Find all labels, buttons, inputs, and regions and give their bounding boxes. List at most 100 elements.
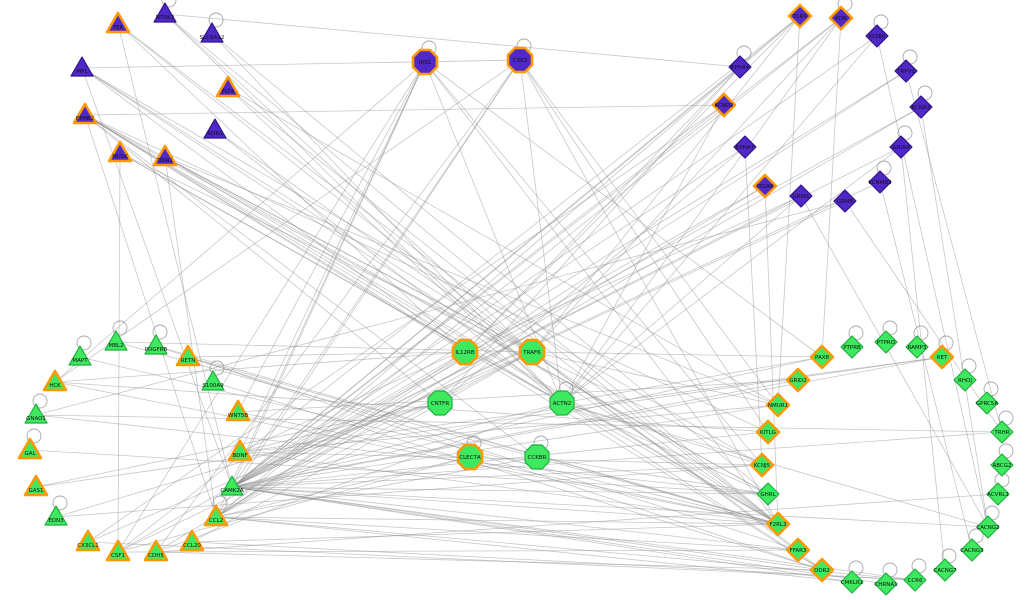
node-CLEC7A[interactable]	[456, 443, 484, 471]
node-RAMP3[interactable]	[905, 335, 929, 359]
node-PTPRB[interactable]	[840, 335, 864, 359]
node-MAPT[interactable]	[68, 345, 92, 366]
edge-ACTN2-CAMK2A	[231, 402, 563, 488]
edge-CSK2-F2RL3	[519, 59, 779, 525]
edge-CLEC7A-CCL2	[215, 456, 471, 518]
node-CAMK2A[interactable]	[220, 475, 244, 496]
node-FFAR3[interactable]	[785, 537, 811, 563]
edge-GRM8-GNAO1	[35, 200, 846, 416]
node-TRPV1[interactable]	[894, 59, 918, 83]
node-TRAF6[interactable]	[518, 338, 546, 366]
node-EDN3[interactable]	[44, 505, 68, 526]
edge-IRS1-PAX8	[424, 61, 823, 358]
node-IRS1[interactable]	[411, 48, 439, 76]
node-RET[interactable]	[929, 344, 955, 370]
edge-IL12RB-CCL2	[215, 351, 466, 518]
node-CCL20[interactable]	[179, 529, 205, 552]
node-CHRNA1[interactable]	[874, 572, 898, 596]
node-ITGA9[interactable]	[752, 173, 778, 199]
selfloop-S100A9	[209, 360, 225, 376]
node-GAL[interactable]	[17, 437, 43, 460]
node-GRIA4[interactable]	[889, 135, 913, 159]
node-KCNJ6[interactable]	[865, 24, 889, 48]
node-RETN[interactable]	[175, 344, 201, 367]
edge-IRS1-F2RL3	[424, 61, 779, 525]
edge-CSK2-CDH5	[155, 59, 521, 553]
node-KCNJ5[interactable]	[749, 452, 775, 478]
node-MBL2[interactable]	[104, 330, 128, 351]
edge-ITGA9-CDH5	[155, 185, 766, 553]
node-CCKBR[interactable]	[524, 444, 550, 470]
edge-CAMK2A-F2RL3	[231, 486, 779, 525]
edge-IL12RB-HCK	[54, 351, 466, 383]
node-PTPRO[interactable]	[874, 330, 898, 354]
edge-SLC6A12-ACTN2	[211, 33, 563, 404]
node-KCNA3[interactable]	[909, 95, 933, 119]
node-ACTN2[interactable]	[549, 390, 575, 416]
node-FLT4[interactable]	[215, 75, 241, 98]
node-BDNF[interactable]	[227, 439, 253, 462]
node-RHOJ[interactable]	[953, 368, 977, 392]
edge-MBL2-F2RL3	[115, 341, 779, 525]
edge-MUSK-KCNJ5	[119, 152, 763, 466]
node-ROR1[interactable]	[203, 118, 227, 139]
node-TLR9[interactable]	[787, 3, 813, 29]
node-PAX8[interactable]	[809, 344, 835, 370]
edge-TRPV1-CAMK2A	[231, 70, 907, 488]
edge-NTRK2-ACTN2	[164, 13, 563, 404]
node-CMKLR1[interactable]	[840, 570, 864, 594]
node-MPL[interactable]	[70, 56, 94, 77]
node-ABCG2[interactable]	[990, 453, 1014, 477]
node-NTRK2[interactable]	[153, 2, 177, 23]
node-CCL2[interactable]	[203, 504, 229, 527]
edge-BDNF-NMUR1	[239, 404, 779, 453]
node-GNAO1[interactable]	[24, 403, 48, 424]
node-KITLG[interactable]	[755, 419, 781, 445]
node-GHRL[interactable]	[756, 482, 780, 506]
node-CACNG2[interactable]	[976, 515, 1000, 539]
node-CNTFR[interactable]	[427, 390, 453, 416]
edge-EDN3-KCNJ5	[55, 464, 763, 518]
node-MUSK[interactable]	[107, 140, 133, 163]
node-GAS1[interactable]	[23, 474, 49, 497]
node-EPHB2[interactable]	[72, 102, 98, 125]
node-CSF1[interactable]	[105, 539, 131, 562]
node-KDR[interactable]	[828, 5, 854, 31]
node-EPHA4[interactable]	[728, 55, 752, 79]
node-layer	[17, 2, 1014, 596]
node-GPRC5A[interactable]	[975, 391, 999, 415]
edge-ACTN2-CACNG2	[561, 402, 989, 528]
node-CDH5[interactable]	[143, 539, 169, 562]
node-CX3CL1[interactable]	[75, 529, 101, 552]
node-IL12RB[interactable]	[451, 338, 479, 366]
node-EPHA7[interactable]	[733, 135, 757, 159]
node-DDR2[interactable]	[809, 557, 835, 583]
node-S100A9[interactable]	[201, 370, 225, 391]
edge-RETN-F2RL3	[187, 356, 779, 525]
node-GRM8[interactable]	[833, 189, 857, 213]
node-KCNMB2[interactable]	[868, 170, 892, 194]
node-DDR1[interactable]	[152, 144, 178, 167]
node-KCND2[interactable]	[711, 92, 737, 118]
node-GRID2[interactable]	[785, 367, 811, 393]
node-WNT5B[interactable]	[225, 399, 251, 422]
node-NMUR1[interactable]	[765, 392, 791, 418]
node-GRIN1[interactable]	[789, 184, 813, 208]
node-SLC6A12[interactable]	[200, 22, 224, 43]
node-HCK[interactable]	[42, 369, 68, 392]
node-CACNG7[interactable]	[933, 558, 957, 582]
edge-GRIA4-ACTN2	[561, 146, 902, 404]
edge-CAMK2A-RET	[231, 356, 943, 488]
node-ACVRL1[interactable]	[986, 482, 1010, 506]
edge-WNT5B-GRID2	[237, 379, 799, 413]
node-CACNG3[interactable]	[960, 538, 984, 562]
node-TEK[interactable]	[105, 11, 131, 34]
node-F2RL3[interactable]	[765, 511, 791, 537]
node-TRHR[interactable]	[990, 420, 1014, 444]
node-CCR6[interactable]	[903, 568, 927, 592]
node-PDGFRB[interactable]	[144, 334, 168, 355]
node-CSK2[interactable]	[506, 46, 534, 74]
edge-HCK-F2RL3	[54, 381, 779, 525]
selfloop-PDGFRB	[152, 324, 168, 340]
